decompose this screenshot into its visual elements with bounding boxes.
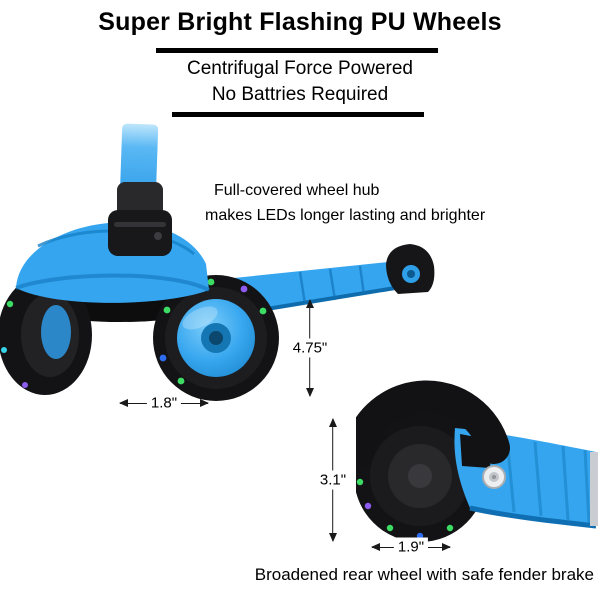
front-scooter-illustration [0, 123, 435, 401]
rear-wheel [356, 410, 486, 542]
front-wheel-width-dimension: 1.8" [119, 393, 209, 413]
rear-wheel-illustration [356, 380, 598, 542]
subtitle-line-2: No Battries Required [211, 84, 389, 105]
arrow-left-icon [119, 399, 128, 407]
divider-top [156, 48, 438, 53]
dimension-label: 1.8" [146, 393, 182, 413]
page-title: Super Bright Flashing PU Wheels [98, 8, 502, 36]
subtitle-line-1: Centrifugal Force Powered [187, 58, 413, 79]
divider-bottom [172, 112, 424, 117]
rear-wheel-height-dimension: 3.1" [315, 418, 351, 542]
rear-fender-small [386, 244, 435, 294]
arrow-right-icon [200, 399, 209, 407]
hub-annotation-line-2: makes LEDs longer lasting and brighter [205, 207, 486, 224]
front-main-wheel [153, 275, 279, 401]
arrow-down-icon [306, 388, 314, 397]
rear-fender [356, 380, 510, 468]
arrow-right-icon [442, 543, 451, 551]
front-wheel-height-dimension: 4.75" [288, 299, 332, 397]
deck-bolt [482, 465, 506, 489]
deck-end-cap [590, 452, 598, 526]
dimension-label: 1.9" [393, 537, 429, 557]
folding-clamp [108, 182, 172, 256]
bottom-caption: Broadened rear wheel with safe fender br… [254, 565, 594, 584]
arrow-up-icon [306, 299, 314, 308]
hub-annotation-line-1: Full-covered wheel hub [214, 182, 380, 199]
arrow-left-icon [371, 543, 380, 551]
arrow-down-icon [329, 533, 337, 542]
dimension-label: 3.1" [315, 470, 351, 490]
rear-wheel-width-dimension: 1.9" [371, 537, 451, 557]
arrow-up-icon [329, 418, 337, 427]
dimension-label: 4.75" [288, 338, 332, 358]
